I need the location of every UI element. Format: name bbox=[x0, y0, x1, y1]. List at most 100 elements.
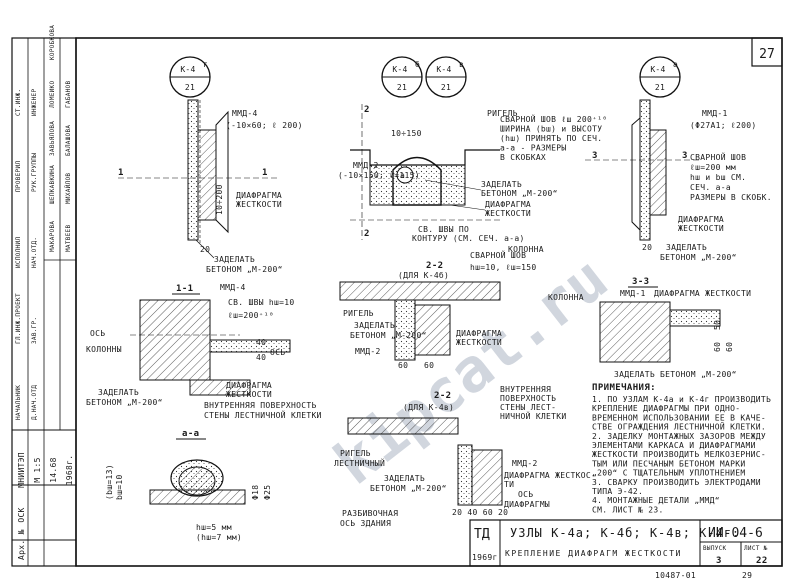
section-2-2a-title: 2-2 bbox=[426, 261, 443, 271]
label-rigel-22: РИГЕЛЬ bbox=[343, 309, 374, 318]
svg-text:20: 20 bbox=[642, 243, 652, 252]
weld-right-line: СВАРНОЙ ШОВ bbox=[690, 151, 746, 162]
stamp-name: КОРОБКОВА bbox=[49, 25, 56, 60]
label-mmd2: ММД-2 bbox=[353, 161, 379, 170]
stamp-role: ИНЖЕНЕР bbox=[31, 89, 38, 116]
svg-text:ЗАДЕЛАТЬ: ЗАДЕЛАТЬ bbox=[354, 321, 395, 330]
stamp-name: БАЛАШОВА bbox=[65, 125, 72, 156]
inventory-number: 10487-01 bbox=[655, 571, 696, 580]
svg-text:РАЗБИВОЧНАЯ: РАЗБИВОЧНАЯ bbox=[342, 509, 398, 518]
svg-text:БЕТОНОМ „М-200“: БЕТОНОМ „М-200“ bbox=[481, 189, 558, 198]
note-line: 2. ЗАДЕЛКУ МОНТАЖНЫХ ЗАЗОРОВ МЕЖДУ bbox=[592, 432, 766, 441]
stamp-name: МАКАРОВА bbox=[49, 221, 56, 252]
svg-text:ОСЬ: ОСЬ bbox=[90, 329, 105, 338]
note-line: ТИПА Э-42. bbox=[592, 487, 643, 496]
weld-note-line: СВАРНОЙ ШОВ ℓш 200⁺¹⁰ bbox=[500, 113, 607, 124]
weld-right-line: СЕЧ. а-а bbox=[690, 183, 731, 192]
section-a-a: а-а (bш=13) bш=10 hш=5 мм (hш=7 мм) Φ18 … bbox=[105, 429, 272, 542]
svg-text:20: 20 bbox=[200, 245, 210, 254]
stamp-role: РУК.ГРУППЫ bbox=[31, 153, 38, 192]
svg-text:Φ18: Φ18 bbox=[251, 485, 260, 500]
svg-text:СВАРНОЙ ШОВ: СВАРНОЙ ШОВ bbox=[470, 249, 526, 260]
svg-text:ЗАДЕЛАТЬ БЕТОНОМ „М-200“: ЗАДЕЛАТЬ БЕТОНОМ „М-200“ bbox=[614, 370, 737, 379]
title-code: ИИ-04-6 bbox=[708, 526, 763, 541]
svg-text:ЖЕСТКОСТИ: ЖЕСТКОСТИ bbox=[485, 209, 531, 218]
label-mmd1-size: (Φ27А1; ℓ200) bbox=[690, 121, 757, 130]
svg-text:г: г bbox=[203, 60, 208, 69]
note-line: КРЕПЛЕНИЕ ДИАФРАГМЫ ПРИ ОДНО- bbox=[592, 404, 740, 413]
stamp-date2: 1968г. bbox=[65, 455, 74, 486]
svg-text:ЖЕСТКОСТИ: ЖЕСТКОСТИ bbox=[456, 338, 502, 347]
svg-text:ЗАДЕЛАТЬ: ЗАДЕЛАТЬ bbox=[384, 474, 425, 483]
svg-text:ДИАФРАГМА: ДИАФРАГМА bbox=[236, 191, 282, 200]
stamp-name: ЗАВЬЯЛОВА bbox=[49, 121, 56, 156]
mark-1-left: 1 bbox=[118, 168, 124, 178]
title-block: ТД 1969г. УЗЛЫ К-4а; К-4б; К-4в; К-4г. К… bbox=[469, 519, 783, 580]
svg-text:21: 21 bbox=[441, 83, 451, 92]
note-line: ВРЕМЕННОМ ИСПОЛЬЗОВАНИИ ЕЕ В КАЧЕ- bbox=[592, 413, 766, 422]
svg-text:СТЕНЫ ЛЕСТНИЧНОЙ КЛЕТКИ: СТЕНЫ ЛЕСТНИЧНОЙ КЛЕТКИ bbox=[204, 409, 322, 420]
section-3-3-title: 3-3 bbox=[632, 277, 649, 287]
stamp-role: ИСПОЛНИЛ bbox=[15, 237, 22, 268]
callout-k4g: К-4 г 21 bbox=[169, 56, 211, 98]
svg-text:ЖЕСТКОСТИ: ЖЕСТКОСТИ bbox=[236, 200, 282, 209]
stamp-org: МНИИТЭП bbox=[17, 452, 26, 488]
mark-2-bottom: 2 bbox=[364, 229, 370, 239]
svg-text:ЛИСТ №: ЛИСТ № bbox=[744, 545, 768, 552]
stamp-role: ЗАВ.ГР. bbox=[31, 317, 38, 344]
sheet-number: 27 bbox=[759, 47, 775, 62]
left-stamp: МНИИТЭП ОСК Арх. № М 1:5 14.68 1968г. НА… bbox=[12, 25, 76, 566]
stamp-role: СТ.ИНЖ. bbox=[15, 89, 22, 116]
svg-text:21: 21 bbox=[655, 83, 665, 92]
note-line: ТЫМ ИЛИ ПЕСЧАНЫМ БЕТОНОМ МАРКИ bbox=[592, 459, 746, 468]
title-vyp: 3 bbox=[716, 556, 722, 566]
svg-text:hш=5 мм: hш=5 мм bbox=[196, 523, 232, 532]
note-line: СМ. ЛИСТ № 23. bbox=[592, 505, 664, 514]
svg-text:50: 50 bbox=[713, 320, 722, 330]
label-rigel: РИГЕЛЬ bbox=[487, 109, 518, 118]
label-mmd4-size: (-10×60; ℓ 200) bbox=[226, 121, 303, 130]
weld-right-line: РАЗМЕРЫ В СКОБК. bbox=[690, 193, 772, 202]
svg-text:К-4: К-4 bbox=[180, 65, 195, 74]
svg-text:ЖЕСТКОСТИ: ЖЕСТКОСТИ bbox=[226, 390, 272, 399]
svg-text:К-4: К-4 bbox=[650, 65, 665, 74]
inner-surface-line: ВНУТРЕННЯЯ bbox=[500, 385, 551, 394]
svg-text:ДИАФРАГМА: ДИАФРАГМА bbox=[678, 215, 724, 224]
mark-3-right: 3 bbox=[682, 151, 688, 161]
sheet-number-box bbox=[751, 37, 783, 67]
section-2-2-k4v: 2-2 (ДЛЯ К-4в) ВНУТРЕННЯЯПОВЕРХНОСТЬСТЕН… bbox=[334, 385, 596, 528]
svg-text:60: 60 bbox=[424, 361, 434, 370]
mark-1-right: 1 bbox=[262, 168, 268, 178]
svg-text:БЕТОНОМ „М-200“: БЕТОНОМ „М-200“ bbox=[86, 398, 163, 407]
svg-text:ЗАДЕЛАТЬ: ЗАДЕЛАТЬ bbox=[481, 180, 522, 189]
title-line1: УЗЛЫ К-4а; К-4б; К-4в; К-4г. bbox=[510, 526, 740, 540]
section-a-a-title: а-а bbox=[182, 429, 199, 439]
stamp-date1: 14.68 bbox=[49, 457, 58, 483]
svg-text:БЕТОНОМ „М-200“: БЕТОНОМ „М-200“ bbox=[206, 265, 283, 274]
notes: ПРИМЕЧАНИЯ: 1. ПО УЗЛАМ К-4а и К-4г ПРОИ… bbox=[592, 383, 771, 514]
stamp-name: МИХАЙЛОВ bbox=[65, 173, 72, 204]
label-mmd1: ММД-1 bbox=[702, 109, 728, 118]
svg-text:ДИАФРАГМА: ДИАФРАГМА bbox=[485, 200, 531, 209]
svg-text:БЕТОНОМ „М-200“: БЕТОНОМ „М-200“ bbox=[350, 331, 427, 340]
weld-right-line: ℓш=200 мм bbox=[690, 163, 736, 172]
title-td: ТД bbox=[474, 527, 490, 542]
svg-text:КОЛОННЫ: КОЛОННЫ bbox=[86, 345, 122, 354]
detail-k4b-k4v: а 2 2 РИГЕЛЬ 10÷150 ММД-2 (-10×150; ℓ=11… bbox=[338, 104, 607, 254]
svg-text:21: 21 bbox=[397, 83, 407, 92]
inner-surface-line: ПОВЕРХНОСТЬ bbox=[500, 394, 556, 403]
dim-10-150: 10÷150 bbox=[391, 129, 422, 138]
svg-text:(ДЛЯ К-4б): (ДЛЯ К-4б) bbox=[398, 270, 449, 280]
svg-text:ЗАДЕЛАТЬ: ЗАДЕЛАТЬ bbox=[214, 255, 255, 264]
stamp-role: ГЛ.ИНЖ.ПРОЕКТ bbox=[15, 293, 22, 344]
stamp-name: ЛОМЕИКО bbox=[49, 81, 56, 108]
inner-surface-line: НИЧНОЙ КЛЕТКИ bbox=[500, 410, 567, 421]
svg-text:К-4: К-4 bbox=[436, 65, 451, 74]
svg-text:КОНТУРУ (СМ. СЕЧ. а-а): КОНТУРУ (СМ. СЕЧ. а-а) bbox=[412, 234, 525, 243]
note-line: СТВЕ ОГРАЖДЕНИЯ ЛЕСТНИЧНОЙ КЛЕТКИ. bbox=[592, 421, 766, 432]
svg-text:ВЫПУСК: ВЫПУСК bbox=[703, 545, 727, 552]
stamp-series: ОСК bbox=[17, 507, 26, 522]
mark-2-top: 2 bbox=[364, 105, 370, 115]
